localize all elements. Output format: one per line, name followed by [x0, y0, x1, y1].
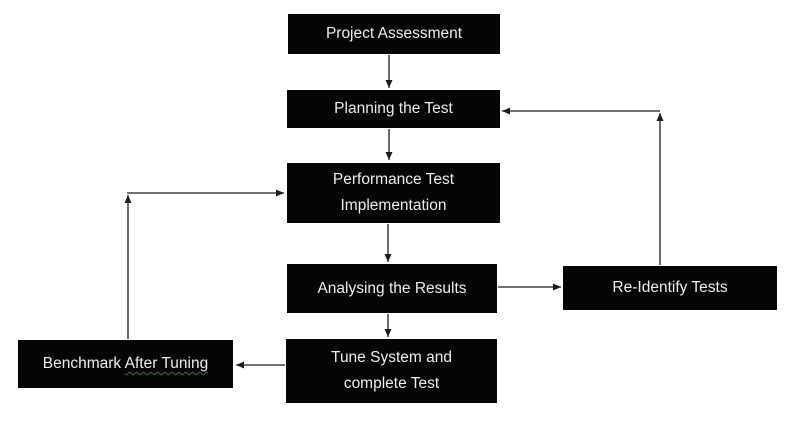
node-project-assessment: Project Assessment: [288, 14, 500, 54]
arrow-benchmark-to-implementation: [124, 189, 284, 339]
node-analysing-the-results: Analysing the Results: [287, 264, 497, 313]
node-label: Performance Test Implementation: [332, 171, 455, 214]
arrow-reidentify-to-planning: [502, 107, 664, 265]
node-label-spellcheck-flagged: After Tuning: [124, 355, 209, 372]
node-planning-the-test: Planning the Test: [287, 90, 500, 128]
node-re-identify-tests: Re-Identify Tests: [563, 266, 777, 310]
node-label-prefix: Benchmark: [42, 355, 125, 372]
node-label: Tune System and complete Test: [331, 349, 452, 392]
node-label: Benchmark After Tuning: [43, 351, 208, 377]
node-label: Re-Identify Tests: [612, 279, 728, 296]
node-benchmark-after-tuning: Benchmark After Tuning: [18, 340, 233, 388]
node-label: Planning the Test: [334, 100, 453, 117]
node-label: Project Assessment: [325, 25, 463, 42]
node-label: Analysing the Results: [317, 279, 467, 297]
node-tune-system-and-complete-test: Tune System and complete Test: [286, 339, 497, 403]
node-performance-test-implementation: Performance Test Implementation: [287, 163, 500, 223]
